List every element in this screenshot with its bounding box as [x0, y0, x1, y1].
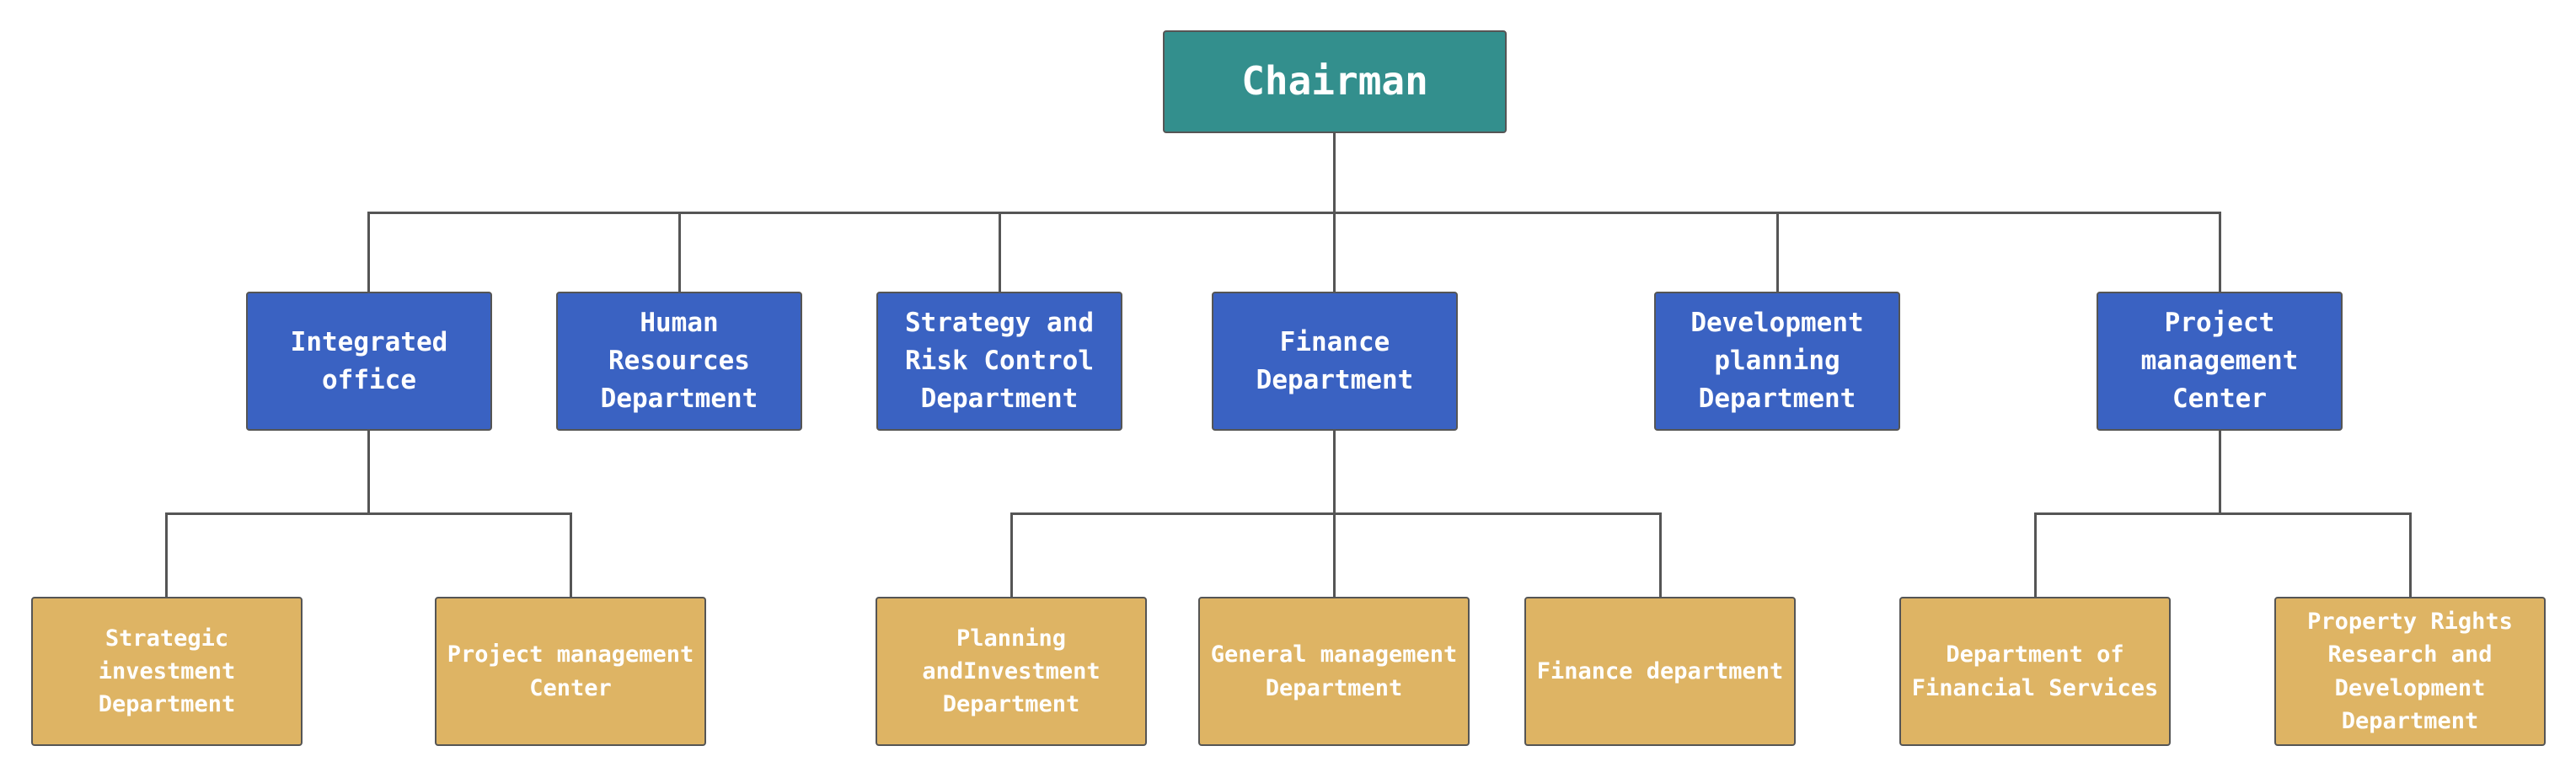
dept-human-resources[interactable]: Human Resources Department	[556, 292, 802, 431]
connector-project-center-bus	[2034, 512, 2412, 515]
unit-strategic-investment[interactable]: Strategic investment Department	[31, 597, 303, 746]
connector-project-center-down	[2219, 431, 2221, 515]
chairman-node[interactable]: Chairman	[1163, 30, 1507, 133]
connector-to-strategic-investment	[165, 512, 168, 597]
connector-finance-down	[1333, 431, 1336, 515]
dept-human-resources-label: Human Resources Department	[600, 308, 758, 414]
connector-to-development-planning	[1776, 212, 1779, 293]
unit-property-rights-research-label: Property Rights Research and Development…	[2307, 609, 2513, 734]
chairman-label: Chairman	[1241, 58, 1428, 105]
unit-project-management-center-label: Project management Center	[447, 641, 694, 701]
unit-finance-department-label: Finance department	[1536, 657, 1784, 684]
unit-general-management-label: General management Department	[1210, 641, 1458, 701]
dept-project-management-center-label: Project management Center	[2140, 308, 2299, 414]
connector-to-project-center	[2219, 212, 2221, 293]
unit-finance-department[interactable]: Finance department	[1524, 597, 1796, 746]
dept-integrated-office-label: Integrated office	[290, 326, 448, 395]
connector-dept-bus	[367, 212, 2221, 214]
dept-finance[interactable]: Finance Department	[1212, 292, 1458, 431]
unit-general-management[interactable]: General management Department	[1198, 597, 1470, 746]
dept-development-planning-label: Development planning Department	[1690, 308, 1864, 414]
unit-strategic-investment-label: Strategic investment Department	[98, 625, 236, 718]
dept-strategy-risk-control[interactable]: Strategy and Risk Control Department	[876, 292, 1122, 431]
connector-to-planning-investment	[1010, 512, 1013, 597]
unit-property-rights-research[interactable]: Property Rights Research and Development…	[2274, 597, 2546, 746]
dept-strategy-risk-control-label: Strategy and Risk Control Department	[905, 308, 1094, 414]
connector-to-financial-services	[2034, 512, 2037, 597]
dept-development-planning[interactable]: Development planning Department	[1654, 292, 1900, 431]
dept-integrated-office[interactable]: Integrated office	[246, 292, 492, 431]
connector-to-property-rights	[2409, 512, 2412, 597]
unit-financial-services[interactable]: Department of Financial Services	[1899, 597, 2171, 746]
connector-to-finance-department-unit	[1659, 512, 1662, 597]
dept-project-management-center[interactable]: Project management Center	[2097, 292, 2343, 431]
connector-root-down	[1333, 133, 1336, 214]
connector-to-general-management	[1333, 512, 1336, 597]
connector-finance-bus	[1010, 512, 1662, 515]
unit-financial-services-label: Department of Financial Services	[1911, 641, 2159, 701]
unit-planning-investment-label: Planning andInvestment Department	[922, 625, 1101, 718]
connector-to-integrated-office	[367, 212, 370, 293]
connector-to-strategy-risk	[999, 212, 1001, 293]
connector-integrated-office-bus	[165, 512, 572, 515]
dept-finance-label: Finance Department	[1256, 326, 1414, 395]
connector-to-finance	[1333, 212, 1336, 293]
unit-project-management-center[interactable]: Project management Center	[435, 597, 706, 746]
connector-to-project-management-center-unit	[570, 512, 572, 597]
unit-planning-investment[interactable]: Planning andInvestment Department	[876, 597, 1147, 746]
connector-integrated-office-down	[367, 431, 370, 515]
connector-to-human-resources	[678, 212, 681, 293]
